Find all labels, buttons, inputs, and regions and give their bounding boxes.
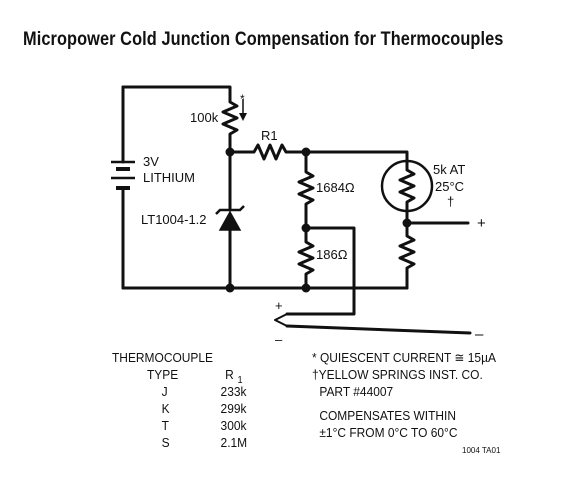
resistor-r1 (248, 143, 308, 161)
note-part: PART #44007 (319, 384, 394, 399)
junction-dot (225, 147, 235, 157)
pot-wiper-arrow-icon (239, 113, 247, 121)
table-header-type: TYPE (146, 367, 179, 382)
wire-r1-to-thermistor (304, 150, 409, 159)
table-header-r-text: R (225, 367, 234, 382)
label-r1: R1 (261, 128, 278, 143)
label-pot-value: 100k (190, 110, 219, 125)
label-ref: LT1004-1.2 (141, 212, 207, 227)
label-battery-type: LITHIUM (143, 170, 195, 185)
junction-dot (301, 223, 311, 233)
resistor-1k8 (398, 221, 416, 290)
wire-top (121, 85, 232, 99)
junction-dot (402, 218, 412, 228)
resistor-186 (297, 226, 315, 290)
output-minus-wire (285, 324, 472, 335)
table-header-thermocouple: THERMOCOUPLE (112, 350, 214, 365)
thermocouple-junction (274, 313, 288, 327)
label-r-1684: 1684Ω (316, 180, 355, 195)
label-thermistor-mark: † (447, 194, 454, 209)
label-output-plus: + (477, 215, 486, 232)
label-tc-plus: + (275, 298, 283, 313)
label-thermistor-value: 5k AT (433, 162, 465, 177)
figure-id: 1004 TA01 (462, 446, 501, 455)
notes: * QUIESCENT CURRENT ≅ 15µA †YELLOW SPRIN… (312, 350, 533, 450)
wire-tap (285, 226, 356, 316)
table-header-r-sub: 1 (237, 375, 243, 386)
label-output-minus: – (475, 326, 484, 343)
note-quiescent: * QUIESCENT CURRENT ≅ 15µA (312, 350, 496, 365)
note-yellow-springs: †YELLOW SPRINGS INST. CO. (312, 367, 483, 382)
pot-100k (221, 95, 239, 154)
thermistor-circle (380, 159, 434, 213)
label-battery-voltage: 3V (143, 154, 159, 169)
label-tc-minus: – (275, 332, 283, 347)
table-row: 299k (220, 401, 247, 416)
note-compensates: COMPENSATES WITHIN (319, 408, 457, 423)
note-range: ±1°C FROM 0°C TO 60°C (319, 425, 458, 440)
label-r-186: 186Ω (316, 247, 348, 262)
junction-dot (225, 283, 235, 293)
zener-bar (215, 205, 245, 215)
resistor-1684 (297, 150, 315, 230)
junction-dot (301, 147, 311, 157)
table-row: 300k (220, 418, 247, 433)
table-row: K (161, 401, 170, 416)
table-row: S (161, 435, 170, 450)
thermistor-resistor (398, 155, 416, 225)
label-thermistor-temp: 25°C (435, 179, 464, 194)
table-row: T (161, 418, 169, 433)
table-row: J (161, 384, 168, 399)
table-row: 2.1M (220, 435, 248, 450)
junction-dot (301, 283, 311, 293)
label-pot-mark: * (240, 92, 245, 106)
table-row: 233k (220, 384, 247, 399)
zener-diode (218, 210, 242, 231)
diagram-title: Micropower Cold Junction Compensation fo… (23, 29, 504, 50)
